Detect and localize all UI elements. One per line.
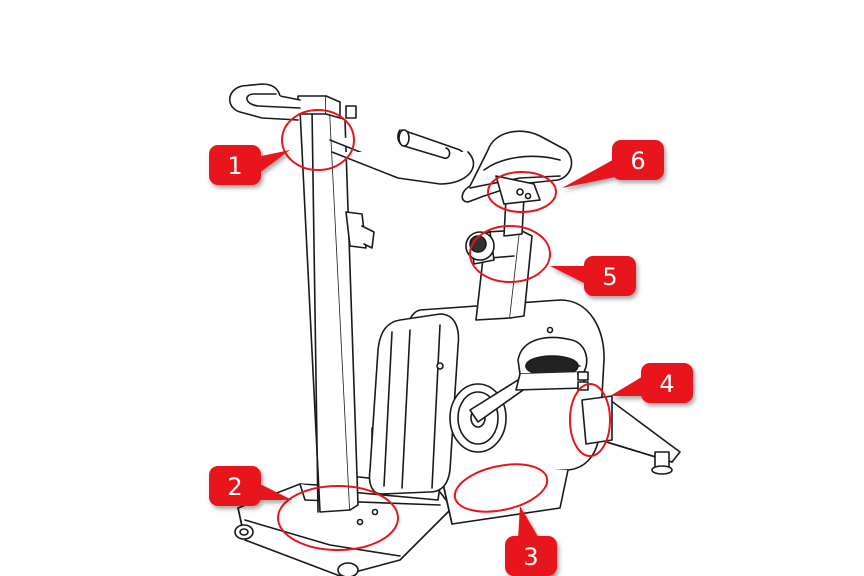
callout-ring-4 xyxy=(569,383,611,457)
handlebar xyxy=(228,83,475,185)
callout-ring-3 xyxy=(453,463,549,513)
callout-label-6: 6 xyxy=(630,147,645,175)
callout-4: 4 xyxy=(610,363,693,403)
callout-label-1: 1 xyxy=(227,152,242,180)
post-bracket xyxy=(345,211,375,249)
callout-6: 6 xyxy=(562,140,664,188)
pedal xyxy=(515,336,589,391)
callout-1: 1 xyxy=(209,145,290,185)
callout-label-4: 4 xyxy=(659,370,674,398)
callout-label-5: 5 xyxy=(602,263,617,291)
rear-leg xyxy=(581,395,613,445)
callout-ring-6 xyxy=(487,171,557,213)
callout-2: 2 xyxy=(209,466,292,506)
front-cover xyxy=(368,313,460,495)
callout-label-3: 3 xyxy=(523,543,538,571)
callout-ring-5 xyxy=(469,225,551,283)
callout-ring-1 xyxy=(281,109,355,171)
callout-5: 5 xyxy=(550,256,636,296)
callout-3: 3 xyxy=(505,506,557,576)
callout-label-2: 2 xyxy=(227,473,242,501)
callout-ring-2 xyxy=(277,485,399,551)
handlebar-post xyxy=(297,95,359,513)
